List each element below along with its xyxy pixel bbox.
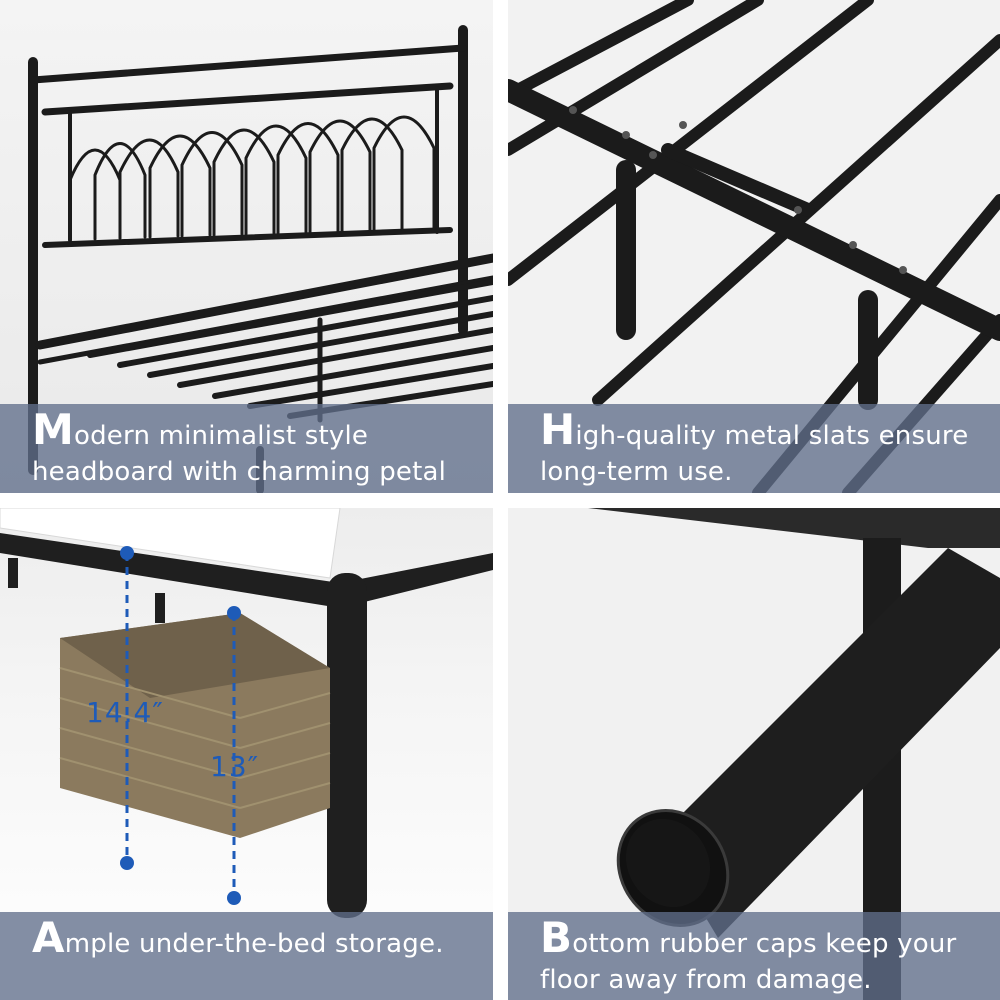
basket-height-label: 13″ [210,750,260,783]
storage-photo [0,508,493,918]
slats-photo [508,0,1000,493]
headboard-panel: Modern minimalist style headboard with c… [0,0,493,493]
caption-initial: A [32,913,65,962]
headboard-photo [28,25,493,493]
caption-initial: H [540,405,576,454]
storage-caption: Ample under-the-bed storage. [0,912,493,1000]
slats-panel: High-quality metal slats ensure long-ter… [508,0,1000,493]
height-dimension-label: 14.4″ [86,696,164,729]
caps-panel: Bottom rubber caps keep your floor away … [508,508,1000,1000]
caption-initial: B [540,913,573,962]
caption-text: odern minimalist style headboard with ch… [32,421,447,487]
caption-text: ottom rubber caps keep your floor away f… [540,929,957,995]
caption-text: igh-quality metal slats ensure long-term… [540,421,969,487]
caption-text: mple under-the-bed storage. [64,929,444,959]
storage-panel: 14.4″ 13″ Ample under-the-bed storage. [0,508,493,1000]
headboard-caption: Modern minimalist style headboard with c… [0,404,493,493]
caps-caption: Bottom rubber caps keep your floor away … [508,912,1000,1000]
caption-initial: M [32,405,74,454]
slats-caption: High-quality metal slats ensure long-ter… [508,404,1000,493]
